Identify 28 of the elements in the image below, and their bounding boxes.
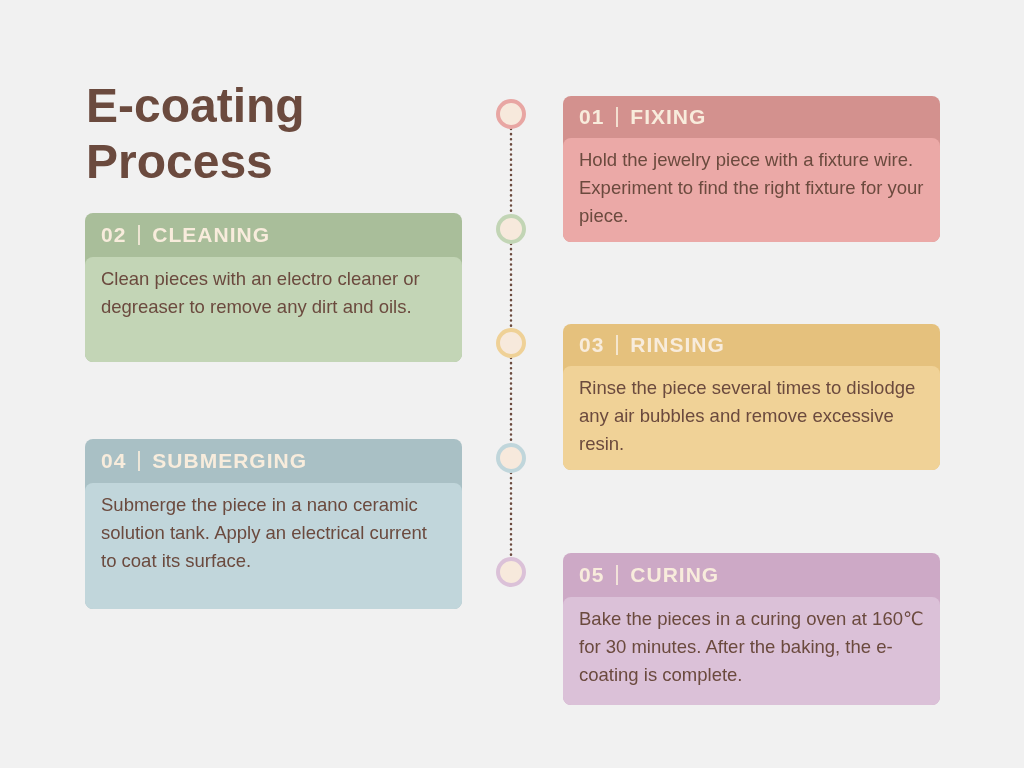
step-description: Bake the pieces in a curing oven at 160℃ for 30 minutes. After the baking, the e-coating is complete. (579, 608, 924, 685)
step-card (85, 213, 462, 362)
step-title: RINSING (630, 333, 725, 357)
step-card (85, 439, 462, 609)
step-card (563, 96, 940, 242)
timeline-circle (496, 328, 526, 358)
step-description: Hold the jewelry piece with a fixture wire. Experiment to find the right fixture for your piece. (579, 149, 924, 226)
dotted-connector (509, 242, 513, 330)
step-description: Clean pieces with an electro cleaner or degreaser to remove any dirt and oils. (101, 268, 420, 317)
step-number: 05 (579, 563, 605, 587)
step-card (563, 553, 940, 705)
step-title: CLEANING (152, 223, 271, 247)
step-title: CURING (630, 563, 720, 587)
dotted-connector (509, 471, 513, 559)
timeline-circle (496, 557, 526, 587)
step-description: Rinse the piece several times to dislodge any air bubbles and remove excessive resin. (579, 377, 916, 454)
title: E-coating Process (86, 78, 306, 190)
step-number: 04 (101, 449, 127, 473)
step-number: 01 (579, 105, 605, 129)
step-title: SUBMERGING (152, 449, 308, 473)
step-card (563, 324, 940, 470)
step-title: FIXING (630, 105, 707, 129)
step-description: Submerge the piece in a nano ceramic solution tank. Apply an electrical current to coat its surface. (101, 494, 427, 571)
timeline-circle (496, 99, 526, 129)
timeline-circle (496, 443, 526, 473)
step-number: 02 (101, 223, 127, 247)
step-number: 03 (579, 333, 605, 357)
timeline-circle (496, 214, 526, 244)
